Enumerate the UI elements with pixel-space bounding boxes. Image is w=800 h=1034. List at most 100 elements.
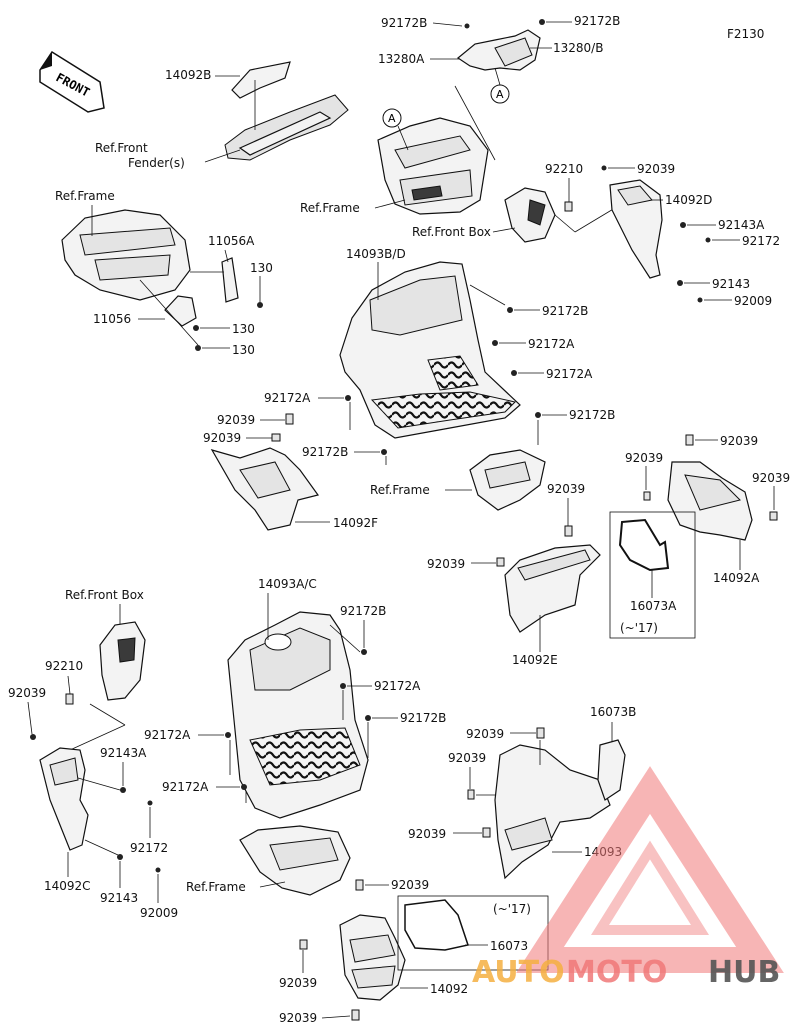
label-92143A-1: 92143A bbox=[718, 218, 765, 232]
label-92039-3: 92039 bbox=[203, 431, 241, 445]
label-92143-2: 92143 bbox=[100, 891, 138, 905]
watermark-logo: AUTO MOTO HUB bbox=[472, 766, 784, 990]
label-92039-1: 92039 bbox=[637, 162, 675, 176]
label-92172B-g: 92172B bbox=[400, 711, 446, 725]
label-14092C: 14092C bbox=[44, 879, 91, 893]
part-13280 bbox=[456, 19, 545, 71]
label-92039-15: 92039 bbox=[279, 1011, 317, 1025]
part-14092C bbox=[39, 747, 89, 851]
label-92039-11: 92039 bbox=[448, 751, 486, 765]
label-92172B-b: 92172B bbox=[574, 14, 620, 28]
label-92172A-c: 92172A bbox=[264, 391, 311, 405]
label-92039-13: 92039 bbox=[391, 878, 429, 892]
part-11056 bbox=[164, 295, 197, 327]
label-92039-4: 92039 bbox=[720, 434, 758, 448]
label-92172B-c: 92172B bbox=[542, 304, 588, 318]
part-left-frame bbox=[61, 209, 191, 301]
marker-a-text-2: A bbox=[388, 112, 396, 125]
clip-92210 bbox=[564, 201, 573, 212]
label-ref-front-fender: Ref.Front bbox=[95, 141, 148, 155]
part-16073 bbox=[404, 899, 469, 951]
label-92172B-d: 92172B bbox=[569, 408, 615, 422]
label-130-1: 130 bbox=[250, 261, 273, 275]
part-frame-bottom bbox=[239, 825, 351, 896]
label-92039-14: 92039 bbox=[279, 976, 317, 990]
watermark-auto: AUTO bbox=[472, 955, 565, 990]
part-14092E bbox=[504, 544, 601, 633]
marker-a-circle-2 bbox=[382, 108, 402, 128]
label-92039-2: 92039 bbox=[217, 413, 255, 427]
label-92039-12: 92039 bbox=[408, 827, 446, 841]
part-14092 bbox=[339, 914, 406, 1001]
label-ref-frame-1: Ref.Frame bbox=[300, 201, 360, 215]
label-130-3: 130 bbox=[232, 343, 255, 357]
front-arrow-icon: FRONT bbox=[39, 50, 105, 113]
label-ref-front-box-1: Ref.Front Box bbox=[412, 225, 491, 239]
label-ref-front-fender-2: Fender(s) bbox=[128, 156, 185, 170]
variant-box-16073A bbox=[609, 511, 696, 639]
part-11056A bbox=[221, 257, 239, 303]
label-14092A: 14092A bbox=[713, 571, 760, 585]
label-13280B: 13280/B bbox=[553, 41, 603, 55]
label-92172-2: 92172 bbox=[130, 841, 168, 855]
label-ref-frame-3: Ref.Frame bbox=[370, 483, 430, 497]
part-14092F bbox=[210, 447, 320, 531]
label-14092: 14092 bbox=[430, 982, 468, 996]
label-92143A-2: 92143A bbox=[100, 746, 147, 760]
part-16073B bbox=[597, 739, 626, 801]
label-92172A-a: 92172A bbox=[528, 337, 575, 351]
label-92039-5: 92039 bbox=[625, 451, 663, 465]
label-92039-7: 92039 bbox=[547, 482, 585, 496]
label-16073: 16073 bbox=[490, 939, 528, 953]
part-16073A bbox=[618, 518, 670, 572]
label-16073B: 16073B bbox=[590, 705, 636, 719]
part-14093 bbox=[494, 744, 611, 880]
label-92039-8: 92039 bbox=[427, 557, 465, 571]
label-14093BD: 14093B/D bbox=[346, 247, 406, 261]
label-14092B: 14092B bbox=[165, 68, 211, 82]
part-14093BD bbox=[339, 261, 521, 439]
part-ref-front-box bbox=[504, 187, 556, 243]
marker-a-text: A bbox=[496, 88, 504, 101]
label-92172A-e: 92172A bbox=[144, 728, 191, 742]
label-92039-9: 92039 bbox=[8, 686, 46, 700]
label-14093AC: 14093A/C bbox=[258, 577, 317, 591]
label-11056A: 11056A bbox=[208, 234, 255, 248]
label-92172B-f: 92172B bbox=[340, 604, 386, 618]
label-92039-10: 92039 bbox=[466, 727, 504, 741]
label-92172-1: 92172 bbox=[742, 234, 780, 248]
part-14092D bbox=[609, 179, 663, 279]
label-ref-front-box-2: Ref.Front Box bbox=[65, 588, 144, 602]
watermark-hub: HUB bbox=[708, 955, 780, 990]
label-year-17-b: (~'17) bbox=[493, 902, 531, 916]
label-14092F: 14092F bbox=[333, 516, 378, 530]
label-92172A-b: 92172A bbox=[546, 367, 593, 381]
part-14092A bbox=[667, 461, 753, 541]
label-92039-6: 92039 bbox=[752, 471, 790, 485]
label-130-2: 130 bbox=[232, 322, 255, 336]
label-ref-frame-left: Ref.Frame bbox=[55, 189, 115, 203]
label-92009-1: 92009 bbox=[734, 294, 772, 308]
label-92210-1: 92210 bbox=[545, 162, 583, 176]
part-frame-center-2 bbox=[469, 449, 546, 511]
label-92172B-a: 92172B bbox=[381, 16, 427, 30]
watermark-moto: MOTO bbox=[566, 955, 667, 990]
part-14092B bbox=[224, 61, 349, 161]
label-14092D: 14092D bbox=[665, 193, 712, 207]
label-16073A: 16073A bbox=[630, 599, 677, 613]
label-92143-1: 92143 bbox=[712, 277, 750, 291]
label-92009-2: 92009 bbox=[140, 906, 178, 920]
part-14093AC bbox=[227, 611, 369, 819]
label-14092E: 14092E bbox=[512, 653, 558, 667]
label-92172A-d: 92172A bbox=[374, 679, 421, 693]
label-year-17-a: (~'17) bbox=[620, 621, 658, 635]
label-ref-frame-4: Ref.Frame bbox=[186, 880, 246, 894]
label-92210-2: 92210 bbox=[45, 659, 83, 673]
label-92172B-e: 92172B bbox=[302, 445, 348, 459]
part-ref-front-box-2 bbox=[99, 621, 146, 701]
figure-code: F2130 bbox=[727, 27, 764, 41]
label-11056: 11056 bbox=[93, 312, 131, 326]
label-92172A-f: 92172A bbox=[162, 780, 209, 794]
part-frame-center bbox=[377, 117, 489, 215]
